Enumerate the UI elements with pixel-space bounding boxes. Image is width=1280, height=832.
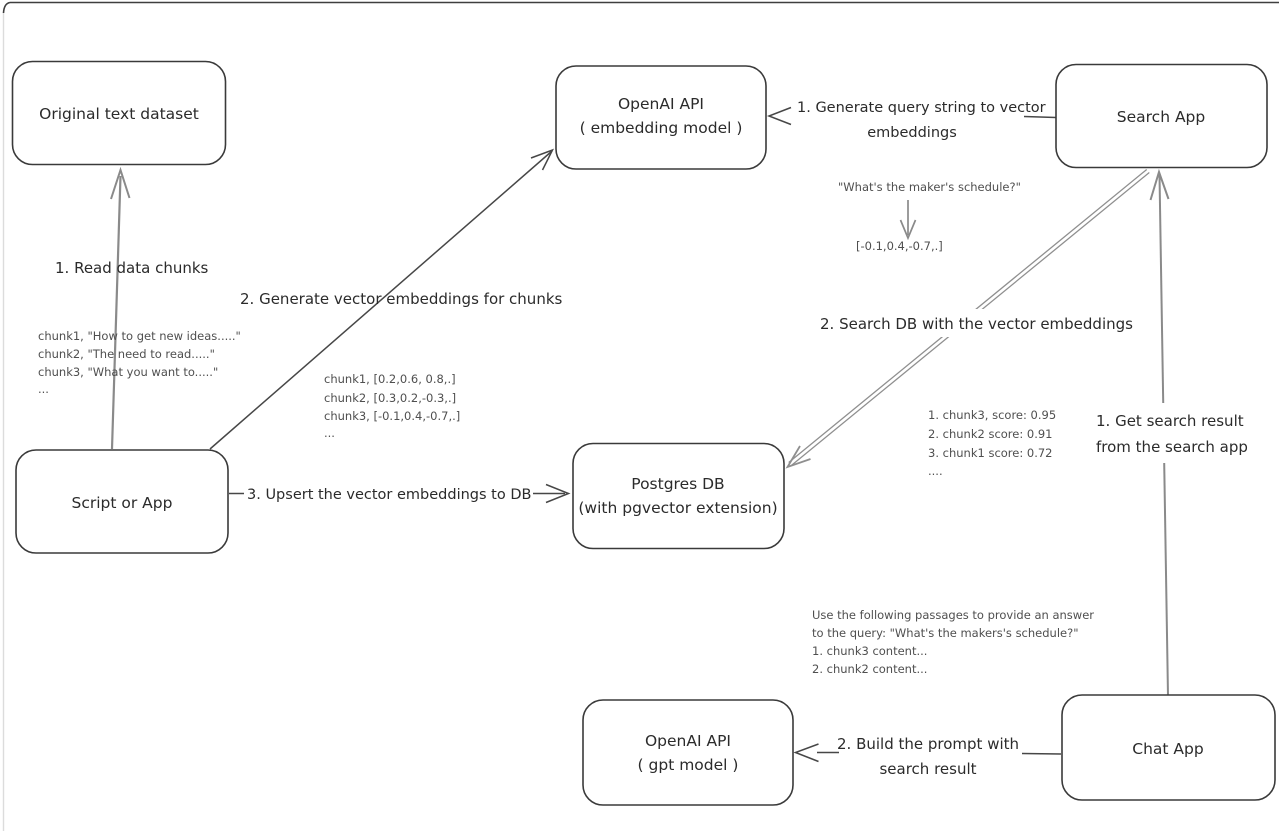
prompt-line: Use the following passages to provide an… — [812, 608, 1094, 622]
node-script-or-app: Script or App — [15, 449, 229, 554]
generate-embeddings-label: 2. Generate vector embeddings for chunks — [240, 290, 563, 308]
edge-build-prompt — [793, 743, 1062, 763]
chunk-text-line: ... — [38, 382, 49, 396]
node-search-app: Search App — [1055, 63, 1268, 169]
search-score-line: 2. chunk2 score: 0.91 — [928, 427, 1052, 441]
arrowhead-up-icon — [110, 166, 131, 200]
node-label: OpenAI API — [645, 732, 731, 750]
chunk-vector-line: chunk2, [0.3,0.2,-0.3,.] — [324, 391, 456, 405]
node-sublabel: (with pgvector extension) — [578, 499, 777, 517]
node-box — [582, 699, 794, 806]
search-db-label-bg — [812, 309, 1124, 337]
build-prompt-label-line1: 2. Build the prompt with — [837, 735, 1019, 753]
node-box — [555, 65, 767, 170]
search-db-label: 2. Search DB with the vector embeddings — [820, 315, 1133, 333]
chunk-text-line: chunk3, "What you want to....." — [38, 365, 218, 379]
get-search-result-label-line2: from the search app — [1096, 438, 1248, 456]
prompt-line: 1. chunk3 content... — [812, 644, 927, 658]
prompt-line: 2. chunk2 content... — [812, 662, 927, 676]
annotation-chunk-vectors: chunk1, [0.2,0.6, 0.8,.] chunk2, [0.3,0.… — [324, 372, 460, 440]
node-label: Original text dataset — [39, 105, 199, 123]
arrowhead-left-icon — [766, 106, 792, 126]
generate-embeddings-line — [209, 150, 553, 450]
node-original-text-dataset: Original text dataset — [11, 60, 227, 166]
chunk-text-line: chunk1, "How to get new ideas....." — [38, 329, 241, 343]
upsert-embeddings-label: 3. Upsert the vector embeddings to DB — [247, 487, 531, 503]
edge-query-annotation-arrow — [899, 200, 917, 241]
node-label: Search App — [1117, 108, 1205, 126]
query-to-vector-line-right — [1023, 115, 1057, 119]
arrowhead-left-icon — [793, 743, 819, 763]
node-label: Chat App — [1132, 740, 1203, 758]
node-openai-gpt: OpenAI API ( gpt model ) — [582, 699, 794, 806]
search-score-line: .... — [928, 464, 943, 478]
node-label: Script or App — [72, 494, 173, 512]
edge-generate-embeddings — [209, 148, 555, 450]
query-to-vector-label-line1: 1. Generate query string to vector — [797, 100, 1046, 116]
node-box — [1061, 694, 1276, 801]
edge-upsert-embeddings — [229, 483, 571, 504]
node-postgres-db: Postgres DB (with pgvector extension) — [572, 442, 785, 550]
page-corner-line — [2, 1, 11, 14]
node-box — [1055, 63, 1268, 169]
arrowhead-upright-icon — [530, 148, 555, 171]
chunk-vector-line: chunk1, [0.2,0.6, 0.8,.] — [324, 372, 456, 386]
get-search-result-label-line1: 1. Get search result — [1096, 412, 1244, 430]
node-openai-embedding: OpenAI API ( embedding model ) — [555, 65, 767, 170]
node-label: Postgres DB — [631, 475, 724, 493]
chunk-vector-line: ... — [324, 426, 335, 440]
chunk-vector-line: chunk3, [-0.1,0.4,-0.7,.] — [324, 409, 460, 423]
node-chat-app: Chat App — [1061, 694, 1276, 801]
arrowhead-down-icon — [899, 219, 917, 241]
build-prompt-label-line2: search result — [879, 760, 976, 778]
edge-read-chunks — [110, 166, 131, 450]
build-prompt-line-right — [1021, 752, 1062, 755]
annotation-chunk-texts: chunk1, "How to get new ideas....." chun… — [38, 329, 241, 396]
read-chunks-label: 1. Read data chunks — [55, 259, 209, 277]
edge-query-to-vector — [766, 106, 1057, 126]
arrowhead-up-icon — [1149, 168, 1170, 201]
node-box — [15, 449, 229, 554]
node-label: OpenAI API — [618, 95, 704, 113]
annotation-query-string: "What's the maker's schedule?" — [838, 180, 1021, 194]
node-sublabel: ( gpt model ) — [638, 756, 739, 774]
arrowhead-downleft-icon — [785, 445, 811, 469]
annotation-search-scores: 1. chunk3, score: 0.95 2. chunk2 score: … — [928, 408, 1056, 478]
annotation-query-vector: [-0.1,0.4,-0.7,.] — [856, 239, 943, 253]
get-search-result-label-bg — [1086, 403, 1256, 463]
search-score-line: 1. chunk3, score: 0.95 — [928, 408, 1056, 422]
chunk-text-line: chunk2, "The need to read....." — [38, 347, 215, 361]
read-chunks-line — [110, 175, 122, 450]
arrowhead-right-icon — [545, 483, 571, 504]
annotation-prompt: Use the following passages to provide an… — [812, 608, 1094, 676]
search-score-line: 3. chunk1 score: 0.72 — [928, 446, 1052, 460]
node-sublabel: ( embedding model ) — [580, 119, 743, 137]
node-box — [11, 60, 227, 166]
prompt-line: to the query: "What's the makers's sched… — [812, 626, 1079, 640]
node-box — [572, 442, 785, 550]
query-to-vector-label-line2: embeddings — [867, 125, 957, 141]
